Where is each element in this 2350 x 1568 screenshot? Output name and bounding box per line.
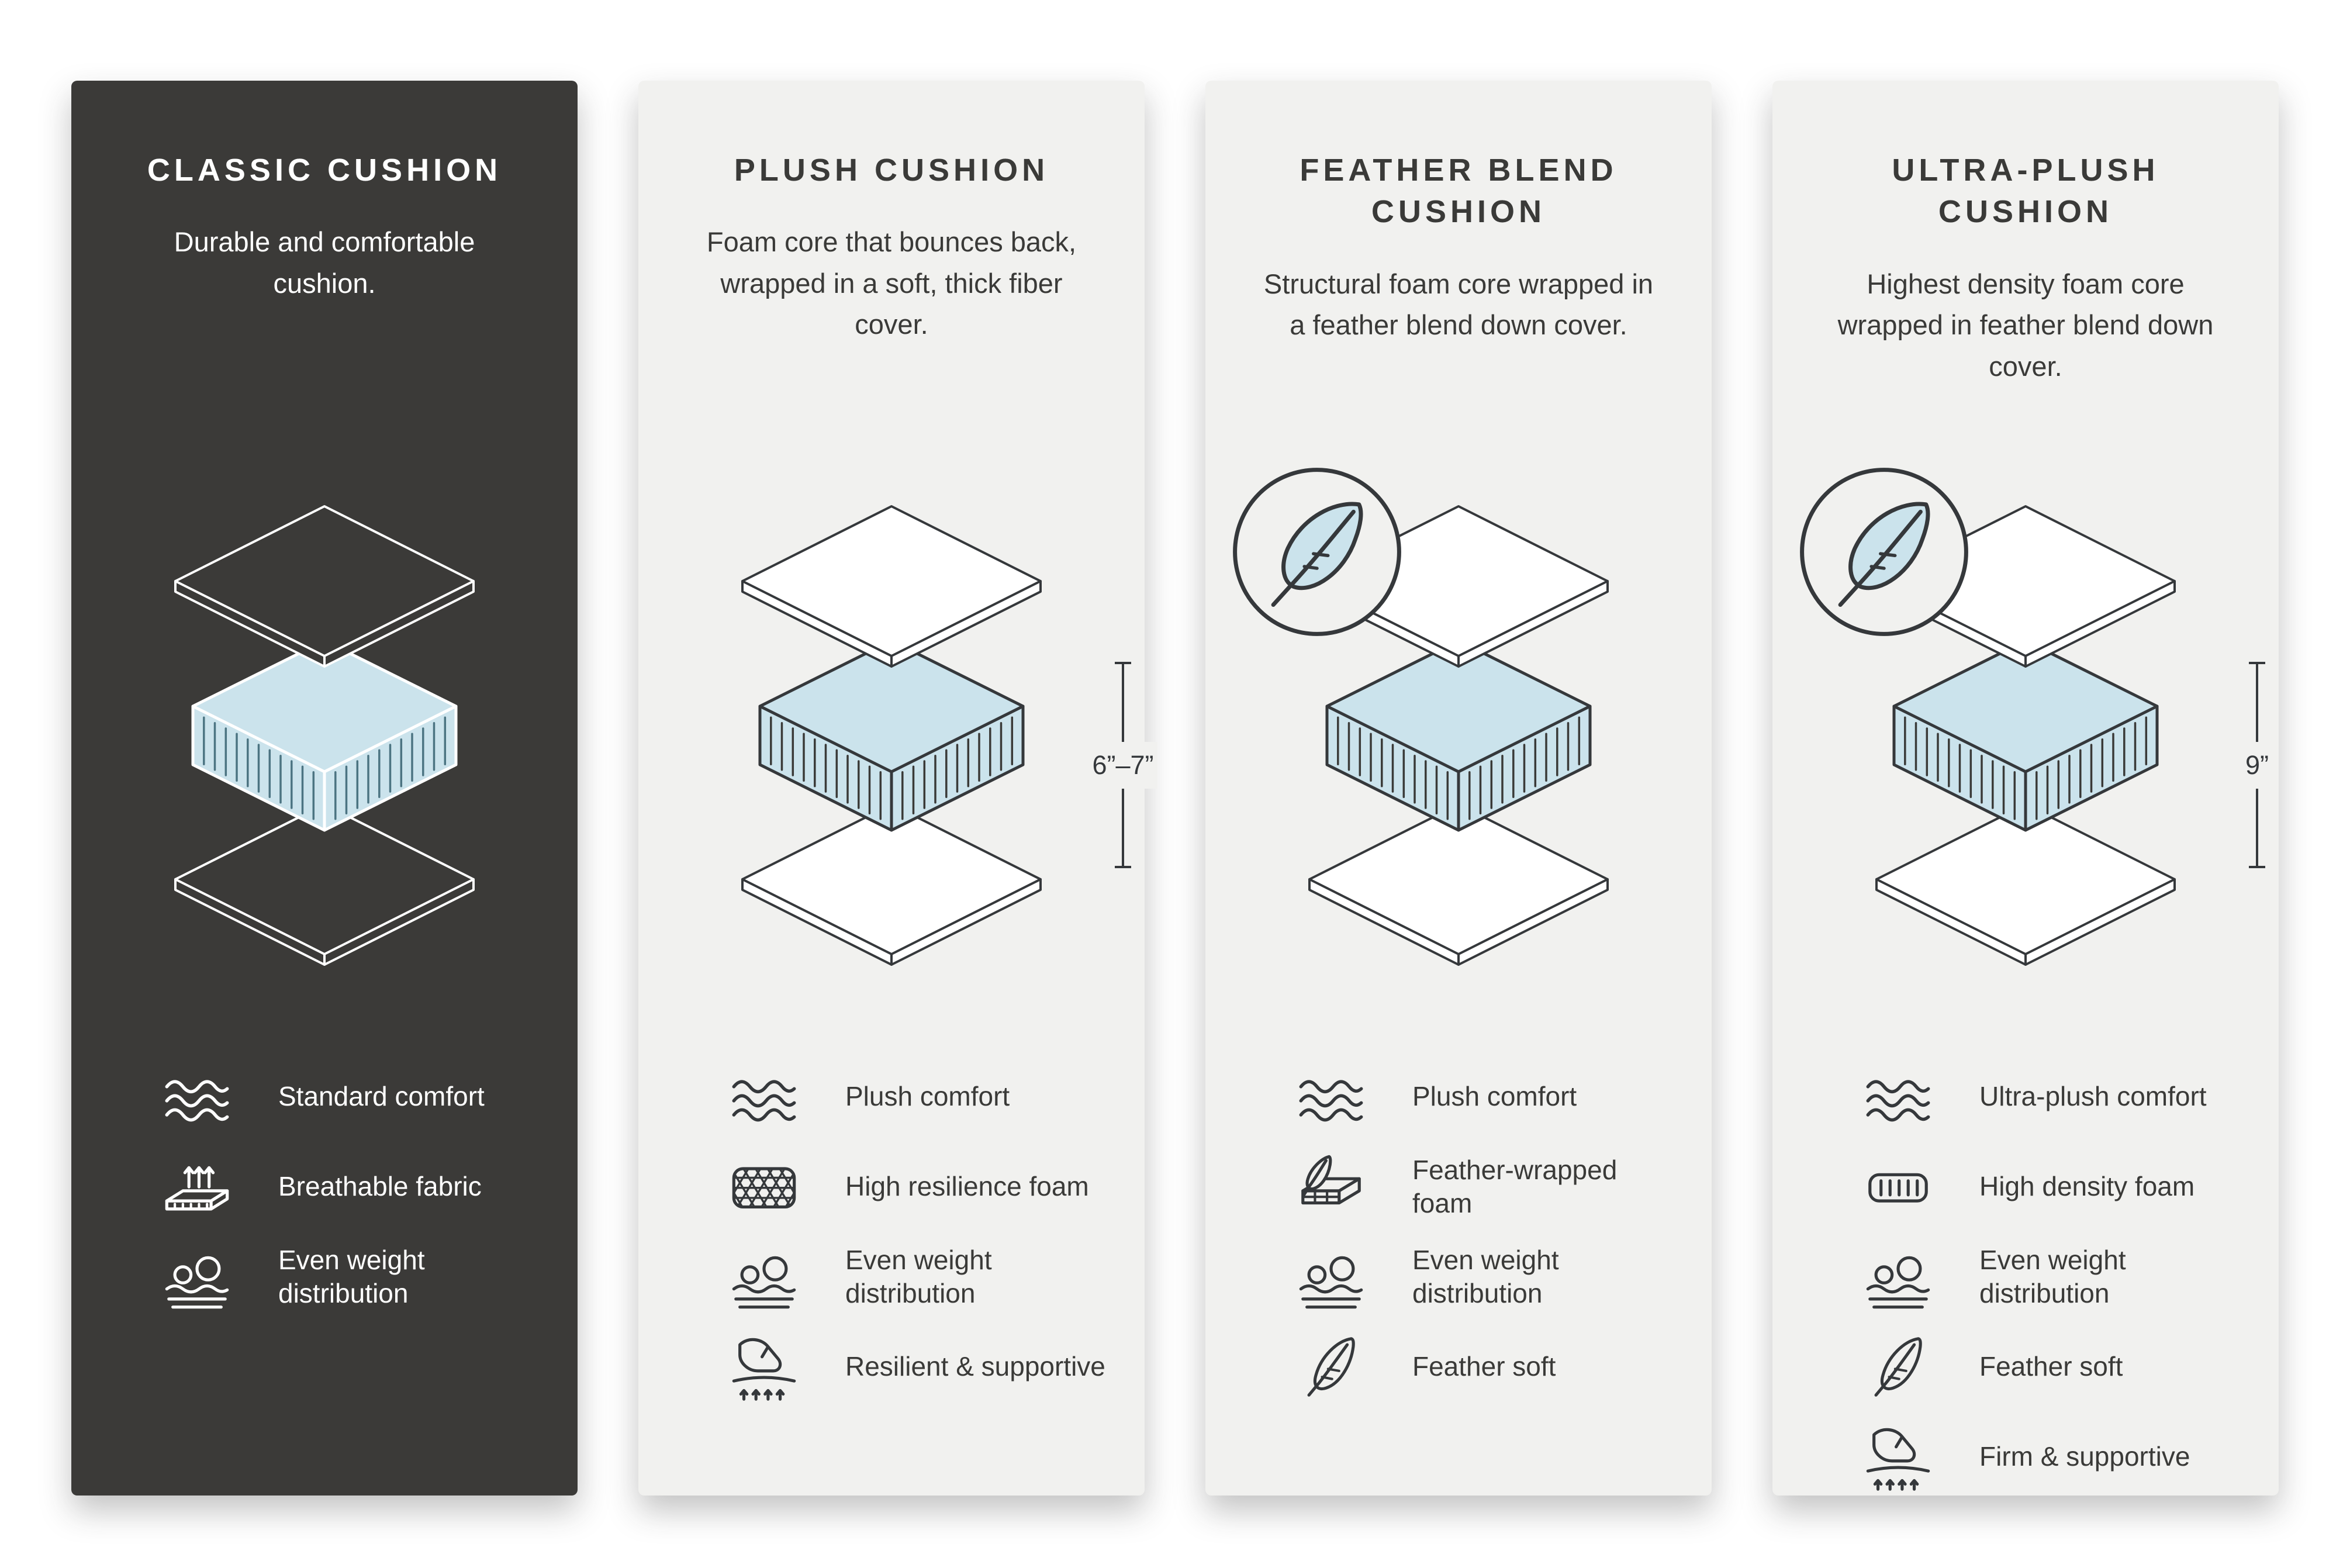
weight-icon [1859,1239,1942,1314]
feature-label: Even weight distribution [1412,1244,1559,1308]
panel-description: Durable and comfortable cushion. [174,226,475,299]
panel-classic-cushion: CLASSIC CUSHION Durable and comfortable … [71,81,578,1496]
feather-badge-icon [1226,461,1408,643]
feature-row: High resilience foam [725,1149,1145,1224]
foam-icon [1859,1149,1942,1224]
feature-label: Plush comfort [1412,1081,1577,1112]
feature-label: Ultra-plush comfort [1979,1081,2207,1112]
cushion-illustration [1205,495,1712,1038]
panel-header: FEATHER BLEND CUSHION Structural foam co… [1205,150,1712,477]
feature-row: High density foam [1859,1149,2279,1224]
feature-label: Feather-wrapped foam [1412,1154,1618,1218]
feature-list: Plush comfort Feather-wrapped foam Even … [1205,1059,1712,1404]
feature-row: Even weight distribution [158,1239,578,1314]
waves-icon [1859,1059,1942,1134]
feature-row: Breathable fabric [158,1149,578,1224]
feature-label: Breathable fabric [278,1171,482,1202]
feature-label: Firm & supportive [1979,1441,2190,1472]
feature-row: Firm & supportive [1859,1420,2279,1494]
panel-description: Foam core that bounces back, wrapped in … [706,226,1077,340]
cushion-layers-diagram: 6”–7” [704,495,1157,974]
feature-label: Even weight distribution [278,1244,425,1308]
feather-foam-icon [1292,1149,1375,1224]
cushion-illustration [71,495,578,1038]
feature-label: Feather soft [1979,1351,2123,1382]
feature-list: Plush comfort High resilience foam Even … [638,1059,1145,1404]
feature-label: Even weight distribution [1979,1244,2126,1308]
feature-row: Ultra-plush comfort [1859,1059,2279,1134]
panel-title: FEATHER BLEND CUSHION [1300,153,1618,230]
feature-row: Even weight distribution [725,1239,1145,1314]
panel-title: PLUSH CUSHION [734,153,1049,188]
feather-icon [1292,1329,1375,1404]
dimension-label: 9” [2241,741,2273,789]
cushion-layers-icon [704,495,1079,974]
feature-row: Feather soft [1292,1329,1712,1404]
feature-label: Standard comfort [278,1081,485,1112]
weight-icon [1292,1239,1375,1314]
cushion-layers-diagram: 9” [1838,495,2273,974]
feature-row: Resilient & supportive [725,1329,1145,1404]
dimension-marker: 6”–7” [1088,661,1157,869]
panel-header: ULTRA-PLUSH CUSHION Highest density foam… [1772,150,2279,477]
panel-ultra-plush-cushion: ULTRA-PLUSH CUSHION Highest density foam… [1772,81,2279,1496]
waves-icon [1292,1059,1375,1134]
panel-title: CLASSIC CUSHION [147,153,502,188]
hand-press-icon [1859,1420,1942,1494]
cushion-illustration: 6”–7” [638,495,1157,1038]
cushion-layers-icon [137,495,512,974]
feature-row: Plush comfort [725,1059,1145,1134]
feature-label: High resilience foam [845,1171,1089,1202]
panel-header: CLASSIC CUSHION Durable and comfortable … [71,150,578,477]
waves-icon [158,1059,241,1134]
feature-row: Even weight distribution [1292,1239,1712,1314]
panel-description: Highest density foam core wrapped in fea… [1837,268,2214,382]
feature-row: Standard comfort [158,1059,578,1134]
panel-description: Structural foam core wrapped in a feathe… [1263,268,1654,341]
feature-row: Feather-wrapped foam [1292,1149,1712,1224]
panel-title: ULTRA-PLUSH CUSHION [1892,153,2159,230]
dimension-marker: 9” [2241,661,2273,869]
feature-label: Resilient & supportive [845,1351,1105,1382]
panel-feather-blend-cushion: FEATHER BLEND CUSHION Structural foam co… [1205,81,1712,1496]
weight-icon [158,1239,241,1314]
dimension-label: 6”–7” [1088,741,1157,789]
feature-row: Plush comfort [1292,1059,1712,1134]
honeycomb-icon [725,1149,808,1224]
cushion-illustration: 9” [1772,495,2279,1038]
weight-icon [725,1239,808,1314]
comparison-board: CLASSIC CUSHION Durable and comfortable … [71,81,2279,1496]
hand-press-icon [725,1329,808,1404]
feature-label: Plush comfort [845,1081,1010,1112]
waves-icon [725,1059,808,1134]
cushion-layers-diagram [1271,495,1646,974]
feature-list: Standard comfort Breathable fabric Even … [71,1059,578,1314]
panel-header: PLUSH CUSHION Foam core that bounces bac… [638,150,1145,477]
feather-badge-icon [1793,461,1975,643]
feather-icon [1859,1329,1942,1404]
panel-plush-cushion: PLUSH CUSHION Foam core that bounces bac… [638,81,1157,1496]
feature-label: Even weight distribution [845,1244,992,1308]
breathable-icon [158,1149,241,1224]
feature-label: Feather soft [1412,1351,1556,1382]
feature-label: High density foam [1979,1171,2195,1202]
feature-list: Ultra-plush comfort High density foam Ev… [1772,1059,2279,1494]
feature-row: Even weight distribution [1859,1239,2279,1314]
feature-row: Feather soft [1859,1329,2279,1404]
cushion-layers-diagram [137,495,512,974]
